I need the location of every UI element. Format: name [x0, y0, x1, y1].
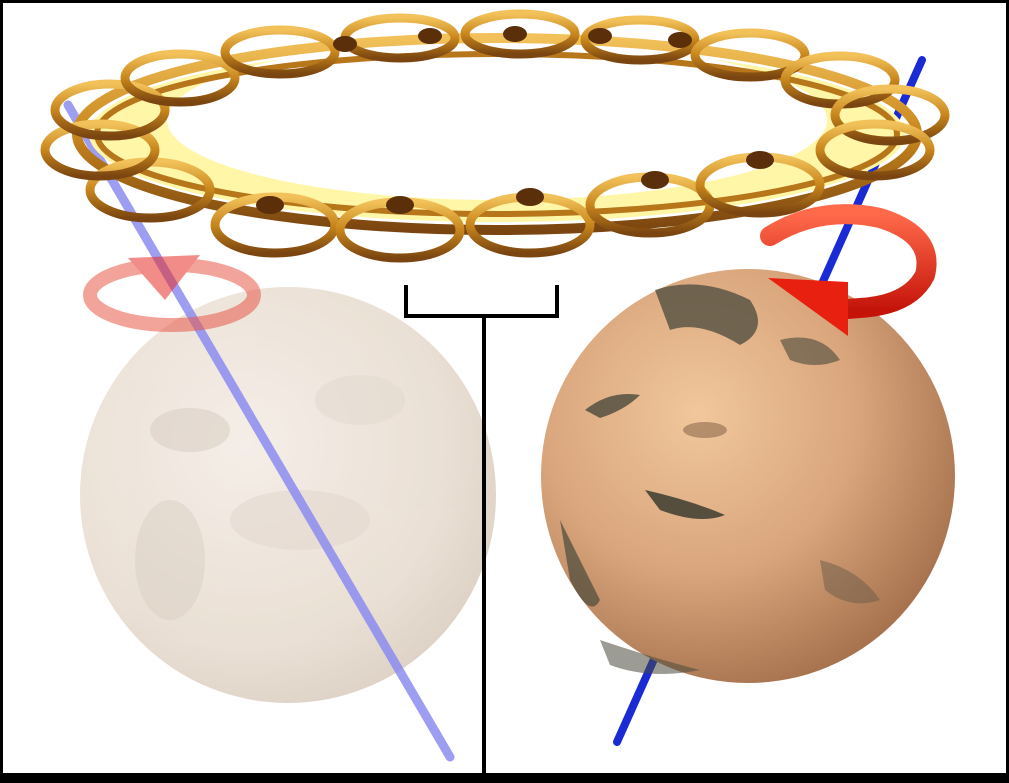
faded-planet — [80, 287, 496, 703]
planet — [541, 269, 955, 683]
